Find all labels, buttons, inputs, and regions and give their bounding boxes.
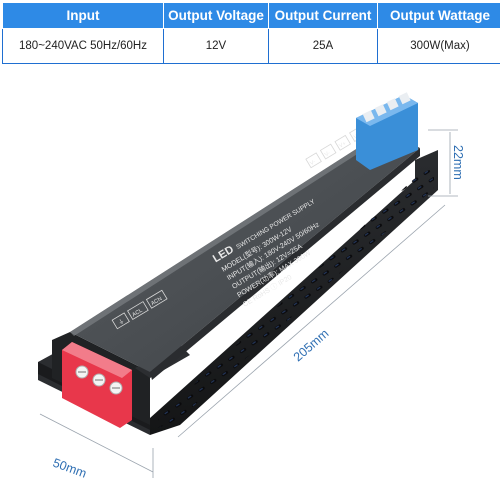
case-top-edge xyxy=(150,148,420,380)
case-side-wall xyxy=(150,150,438,435)
header-input: Input xyxy=(2,2,164,29)
value-output-voltage: 12V xyxy=(163,28,269,64)
output-terminal-block xyxy=(356,92,418,170)
spec-value-row: 180~240VAC 50Hz/60Hz 12V 25A 300W(Max) xyxy=(2,28,500,64)
input-terminal-marks: ⏚ ACL ACN xyxy=(111,289,168,330)
value-output-wattage: 300W(Max) xyxy=(377,28,500,64)
case-top-highlight xyxy=(70,130,390,336)
input-terminal-block xyxy=(62,342,132,428)
spec-table: Input Output Voltage Output Current Outp… xyxy=(2,2,500,64)
terminal-mark: ACN xyxy=(150,296,163,307)
spec-header-row: Input Output Voltage Output Current Outp… xyxy=(2,2,500,29)
dimension-height-label: 22mm xyxy=(451,145,465,180)
dimension-length-label: 205mm xyxy=(291,326,332,364)
dimension-height: 22mm xyxy=(428,129,465,197)
terminal-mark: ⏚ xyxy=(117,318,126,327)
case-top-panel xyxy=(70,130,420,372)
terminal-mark: V+ xyxy=(338,141,347,150)
dimension-width-label: 50mm xyxy=(51,456,88,481)
terminal-mark: V- xyxy=(324,150,332,158)
value-output-current: 25A xyxy=(268,28,378,64)
terminal-mark: ACL xyxy=(131,308,143,319)
value-input: 180~240VAC 50Hz/60Hz xyxy=(2,28,164,64)
terminal-mark: V- xyxy=(309,159,317,167)
